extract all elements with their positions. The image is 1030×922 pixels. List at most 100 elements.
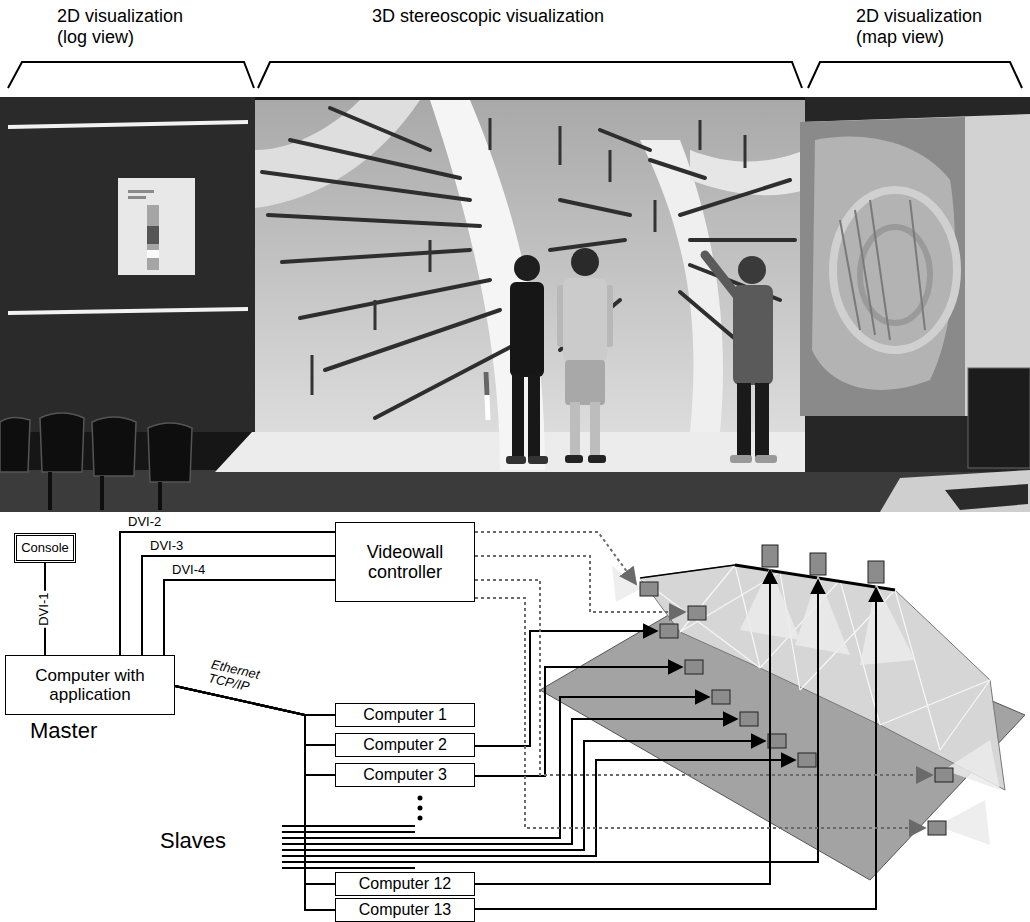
- room-photo: [590, 402, 600, 457]
- box-label: Computer with application: [23, 666, 158, 704]
- video-cable: [282, 570, 876, 909]
- videowall-cable: [475, 598, 925, 828]
- video-cable: [475, 570, 770, 884]
- ethernet-cable: [175, 686, 335, 775]
- projection-setup: [640, 545, 953, 835]
- video-cable: [282, 719, 737, 844]
- room-photo: [512, 375, 524, 460]
- bracket: [8, 62, 1022, 88]
- room-photo: [559, 126, 562, 165]
- room-photo: [840, 200, 925, 340]
- projection-setup: [660, 624, 678, 638]
- room-photo: [570, 402, 580, 457]
- room-photo: [705, 255, 738, 297]
- room-photo: [833, 190, 957, 350]
- room-photo: [565, 360, 605, 405]
- room-photo: [563, 278, 607, 363]
- box-label: Console: [21, 541, 69, 556]
- projection-setup: [810, 553, 826, 575]
- dvi-cable: [142, 556, 335, 655]
- room-photo: [744, 135, 747, 168]
- room-photo: [0, 417, 30, 472]
- room-photo: [755, 455, 777, 463]
- room-photo: [737, 383, 751, 458]
- room-photo: [375, 342, 520, 418]
- video-cable: [475, 631, 657, 746]
- room-photo: [290, 140, 460, 178]
- ethernet-cable: [175, 686, 335, 745]
- slave-computer-box: Computer 13: [335, 898, 475, 922]
- room-photo: [528, 375, 540, 460]
- room-photo: [0, 97, 1030, 512]
- projection-setup: [795, 575, 850, 655]
- room-photo: [0, 413, 192, 482]
- projection-setup: [640, 565, 990, 750]
- room-photo: [910, 200, 925, 330]
- ellipsis-dots: [418, 816, 423, 821]
- room-photo: [262, 172, 470, 200]
- projection-setup: [860, 583, 915, 665]
- cable-label: DVI-3: [148, 539, 185, 553]
- room-photo: [528, 456, 548, 464]
- slave-computer-box: Computer 2: [335, 733, 475, 757]
- slave-cable-bundle: [282, 825, 415, 827]
- room-photo: [560, 200, 630, 215]
- dvi-cable: [120, 532, 335, 655]
- ethernet-cable: [175, 686, 335, 884]
- room-photo: [8, 309, 248, 313]
- projection-setup: [640, 565, 735, 578]
- room-photo: [609, 150, 612, 182]
- room-photo: [506, 456, 526, 464]
- section-heading: 2D visualization (map view): [856, 6, 1021, 47]
- room-photo: [8, 122, 248, 127]
- bracket: [8, 62, 254, 88]
- bracket: [808, 62, 1022, 88]
- box-label: Computer 2: [363, 736, 447, 754]
- room-photo: [650, 160, 705, 178]
- projection-setup: [935, 768, 953, 782]
- box-label: Computer 13: [359, 901, 452, 919]
- ethernet-cable: [175, 686, 335, 910]
- video-cable: [282, 580, 818, 862]
- box-label: Computer 1: [363, 706, 447, 724]
- projection-setup: [940, 680, 990, 750]
- room-photo: [565, 455, 583, 463]
- room-photo: [945, 484, 1028, 510]
- projection-setup: [612, 566, 642, 602]
- room-photo: [430, 100, 545, 470]
- room-photo: [429, 240, 432, 272]
- room-photo: [680, 180, 790, 215]
- room-photo: [330, 108, 430, 150]
- room-photo: [800, 117, 965, 416]
- projection-setup: [798, 753, 816, 767]
- cable-label: DVI-4: [170, 563, 207, 577]
- section-heading: 3D stereoscopic visualization: [372, 6, 604, 27]
- room-photo: [855, 210, 875, 335]
- projection-setup: [685, 660, 703, 674]
- room-photo: [870, 200, 890, 340]
- cable-label: Ethernet TCP/IP: [205, 657, 276, 699]
- projection-setup: [762, 545, 778, 567]
- videowall-controller-box: Videowall controller: [335, 522, 475, 602]
- room-photo: [92, 417, 136, 476]
- projection-setup: [640, 565, 1005, 790]
- role-label: Master: [30, 718, 97, 743]
- room-photo: [571, 248, 599, 276]
- projection-setup: [895, 590, 940, 750]
- projection-setup: [868, 561, 884, 583]
- room-photo: [147, 226, 159, 244]
- room-photo: [325, 310, 500, 370]
- room-photo: [48, 472, 52, 510]
- room-photo: [486, 372, 487, 395]
- room-photo: [588, 455, 606, 463]
- projection-setup: [540, 545, 1025, 880]
- room-photo: [654, 200, 657, 232]
- room-photo: [311, 355, 314, 395]
- slave-cable-bundle: [282, 831, 415, 833]
- cable-label: DVI-1: [38, 590, 52, 627]
- room-photo: [300, 280, 490, 318]
- box-label: Computer 3: [363, 766, 447, 784]
